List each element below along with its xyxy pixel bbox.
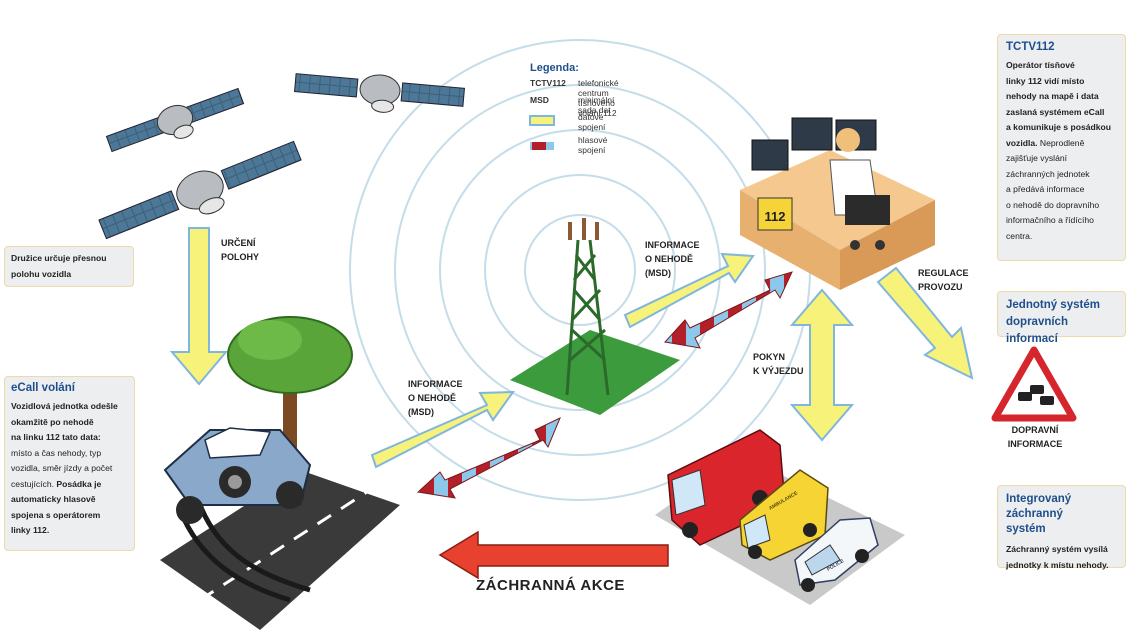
dopravni-line2: INFORMACE [1007,439,1063,449]
tctv-l6b: Neprodleně [1039,137,1085,148]
ecall-l7: automaticky hlasově [11,494,96,504]
operator-desk-icon [740,117,935,290]
jsdi-l2: dopravních informací [1006,316,1068,345]
tctv-l12: centra. [1006,230,1033,241]
rescue-arrow [438,530,669,580]
ecall-l3: na linku 112 tato data: [11,432,101,442]
info-left-line1: INFORMACE [408,379,463,389]
tctv-l4: zaslaná systémem eCall [1006,106,1105,117]
info-right-line3: (MSD) [645,268,671,278]
tctv-l10: o nehodě do dopravního [1006,199,1100,210]
satellite-line1: Družice určuje přesnou [11,253,107,263]
regulation-label: REGULACE PROVOZU [918,266,969,294]
tower-pad [510,330,680,415]
tctv-l2: linky 112 vidí místo [1006,75,1085,86]
tctv-l7: zajišťuje vyslání [1006,153,1068,163]
police-car-icon [794,517,879,592]
regulace-line2: PROVOZU [918,282,963,292]
satellite-line2: polohu vozidla [11,268,72,279]
info-right-line1: INFORMACE [645,240,700,250]
data-arrow-right [623,252,755,329]
dopravni-line1: DOPRAVNÍ [1011,425,1059,435]
ecall-l1: Vozidlová jednotka odešle [11,401,118,411]
jsdi-info-box: Jednotný systém dopravních informací [997,291,1126,345]
ecall-l5: vozidla, směr jízdy a počet [11,463,113,473]
road-icon [160,470,400,630]
tctv-l1: Operátor tísňové [1006,60,1075,70]
voice-arrow-right [664,271,793,349]
urceni-line2: POLOHY [221,252,260,262]
dispatch-label: POKYN K VÝJEZDU [753,350,804,378]
pokyn-line2: K VÝJEZDU [753,366,804,376]
regulation-arrow [876,266,974,380]
izs-l2: jednotky k místu nehody. [1006,559,1109,570]
tctv-l6a: vozidla. [1006,137,1038,148]
ambulance-icon [739,469,829,561]
info-left-label: INFORMACE O NEHODĚ (MSD) [408,377,463,419]
legend-tctv-key: TCTV112 [530,78,566,88]
tctv-l5: a komunikuje s posádkou [1006,122,1112,132]
regulace-line1: REGULACE [918,268,969,278]
tctv-info-box: TCTV112 Operátor tísňové linky 112 vidí … [997,34,1126,261]
legend-voice-text: hlasové spojení [578,135,608,155]
jsdi-l1: Jednotný systém [1006,299,1100,311]
position-arrow [169,227,229,386]
ecall-l4: místo a čas nehody, typ [11,447,102,458]
info-left-line2: O NEHODĚ [408,393,457,403]
legend-msd-text: minimální sada dat [578,95,615,115]
legend-data-swatch [529,115,555,126]
legend-voice-swatch [530,142,554,150]
position-label: URČENÍ POLOHY [221,236,259,264]
info-left-line3: (MSD) [408,407,434,417]
satellite-icon [98,140,302,240]
ecall-info-box: eCall volání Vozidlová jednotka odešle o… [4,376,135,551]
legend-data-text: datové spojení [578,112,606,132]
satellite-info-box: Družice určuje přesnou polohu vozidla [4,246,134,287]
izs-title2: systém [1006,523,1046,535]
satellite-icon [105,87,245,153]
desk-number: 112 [765,209,786,224]
voice-arrow-left [416,416,561,499]
info-right-line2: O NEHODĚ [645,254,694,264]
urceni-line1: URČENÍ [221,238,256,248]
legend-title: Legenda: [530,62,579,74]
tctv-l9: a předává informace [1006,184,1085,194]
tctv-title: TCTV112 [1006,41,1055,53]
legend-tctv-text: telefonické centrum tísňového volání 112 [578,78,619,118]
traffic-sign-icon [991,346,1077,422]
ecall-l6a: cestujících. [11,478,54,489]
ecall-l9: linky 112. [11,525,50,535]
ecall-l8: spojena s operátorem [11,509,101,520]
rescue-action-label: ZÁCHRANNÁ AKCE [476,577,625,594]
info-right-label: INFORMACE O NEHODĚ (MSD) [645,238,700,280]
izs-info-box: Integrovaný záchranný systém Záchranný sy… [997,485,1126,570]
data-arrow-left [370,390,515,469]
crashed-car-icon [163,427,312,524]
radio-tower-icon [565,218,610,396]
tctv-l11: informačního a řídícího [1006,215,1094,225]
legend-msd-key: MSD [530,95,549,105]
legend: Legenda: TCTV112 telefonické centrum tísň… [530,62,619,155]
tctv-l8: záchranných jednotek [1006,168,1090,179]
traffic-info-label: DOPRAVNÍ INFORMACE [1004,423,1066,451]
satellite-icon [293,73,466,113]
ecall-l6b: Posádka je [56,478,102,489]
pokyn-line1: POKYN [753,352,786,362]
ecall-l2: okamžitě po nehodě [11,416,94,427]
dispatch-arrow [789,288,855,442]
ecall-title: eCall volání [11,382,75,394]
tree-icon [227,316,353,470]
tctv-l3: nehody na mapě i data [1006,91,1099,101]
izs-l1: Záchranný systém vysílá [1006,544,1108,554]
izs-title1: Integrovaný záchranný [1006,493,1072,520]
